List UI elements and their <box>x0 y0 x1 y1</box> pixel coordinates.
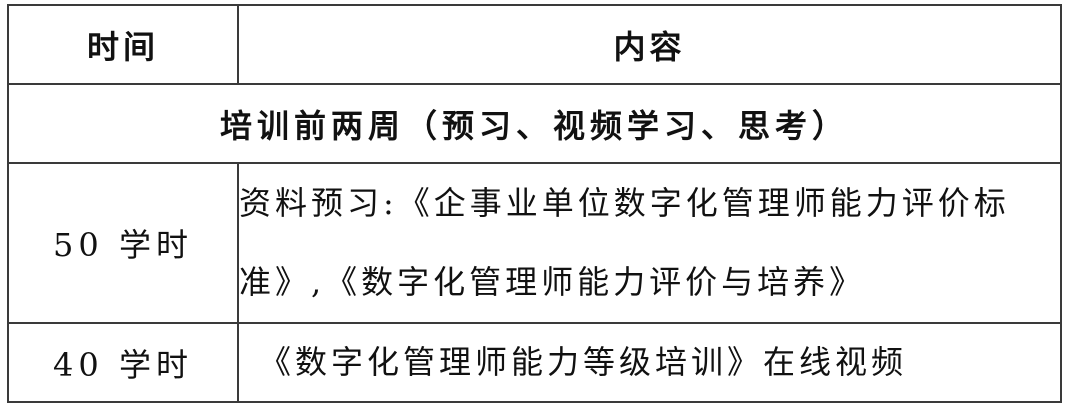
table-row: 50 学时 资料预习:《企事业单位数字化管理师能力评价标准》,《数字化管理师能力… <box>7 162 1062 324</box>
phase-title: 培训前两周（预习、视频学习、思考） <box>7 83 1062 164</box>
content-cell: 《数字化管理师能力等级培训》在线视频 <box>237 322 1062 403</box>
training-schedule-table: 时间 内容 培训前两周（预习、视频学习、思考） 50 学时 资料预习:《企事业单… <box>7 4 1062 403</box>
phase-row: 培训前两周（预习、视频学习、思考） <box>7 83 1062 164</box>
time-cell: 50 学时 <box>7 162 239 324</box>
header-time: 时间 <box>7 4 239 85</box>
header-content: 内容 <box>237 4 1062 85</box>
content-cell: 资料预习:《企事业单位数字化管理师能力评价标准》,《数字化管理师能力评价与培养》 <box>237 162 1062 324</box>
table-row: 40 学时 《数字化管理师能力等级培训》在线视频 <box>7 322 1062 403</box>
table-header-row: 时间 内容 <box>7 4 1062 85</box>
time-cell: 40 学时 <box>7 322 239 403</box>
